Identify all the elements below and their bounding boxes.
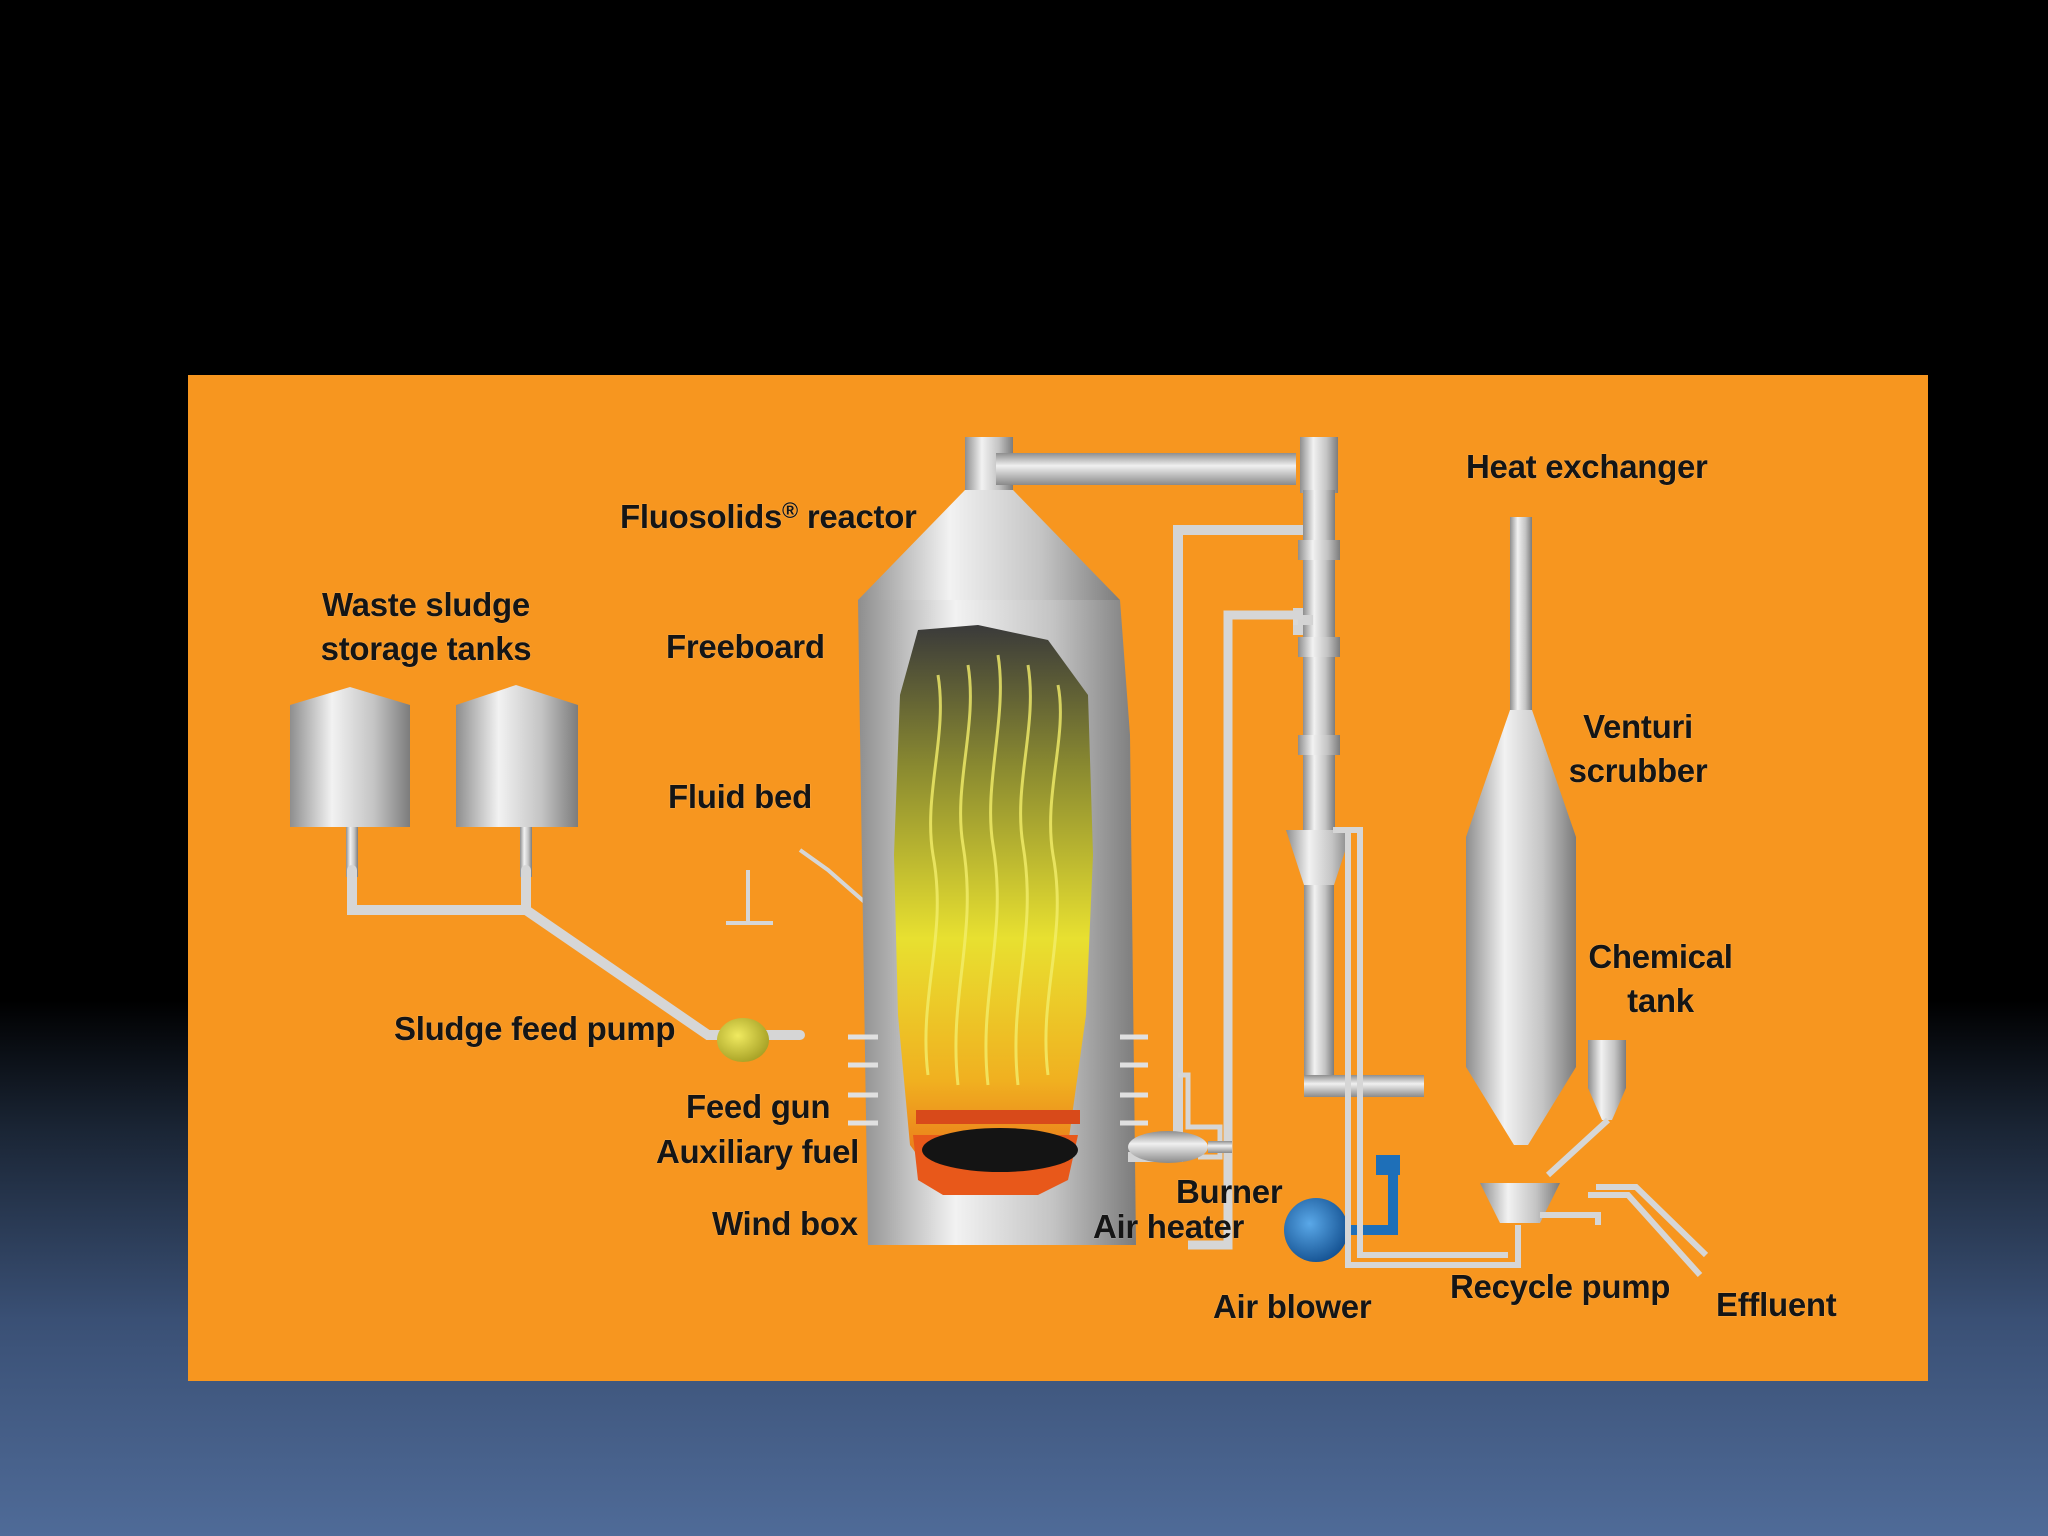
venturi-line-2: scrubber — [1568, 752, 1708, 789]
reactor-name: Fluosolids — [620, 498, 783, 535]
feed-gun-label: Feed gun — [686, 1088, 831, 1125]
waste-sludge-line-1: Waste sludge — [322, 586, 530, 623]
air-blower-icon — [1284, 1155, 1400, 1262]
registered-mark: ® — [782, 498, 798, 523]
chemical-line-2: tank — [1627, 982, 1694, 1019]
air-heater-pipe — [1178, 1072, 1223, 1160]
fluid-bed-label: Fluid bed — [668, 778, 812, 815]
recycle-lines — [1333, 827, 1709, 1278]
waste-sludge-line-2: storage tanks — [320, 630, 532, 667]
hot-air-pipes — [1128, 525, 1303, 1162]
wind-box-label: Wind box — [712, 1205, 858, 1242]
sludge-feed-pump-label: Sludge feed pump — [394, 1010, 676, 1047]
burner — [1128, 1131, 1232, 1163]
blower-to-exchanger-pipe — [1188, 610, 1303, 1250]
effluent-label: Effluent — [1716, 1286, 1837, 1323]
reactor-word: reactor — [806, 498, 917, 535]
fuel-nozzles — [848, 1034, 1148, 1126]
chemical-tank — [1545, 1040, 1626, 1178]
venturi-line-1: Venturi — [1583, 708, 1693, 745]
fluosolids-reactor — [848, 437, 1148, 1245]
reactor-exhaust-duct — [996, 437, 1338, 493]
recycle-pump — [1480, 1183, 1601, 1225]
air-blower-label: Air blower — [1213, 1288, 1372, 1325]
chemical-line-1: Chemical — [1588, 938, 1733, 975]
heat-exchanger-label: Heat exchanger — [1466, 448, 1708, 485]
recycle-pump-label: Recycle pump — [1450, 1268, 1671, 1305]
waste-sludge-label: Waste sludge storage tanks — [306, 583, 546, 671]
flame-strands — [924, 654, 1062, 1086]
process-diagram — [290, 437, 1709, 1278]
sludge-feed-pipe — [347, 865, 805, 1040]
freeboard-label: Freeboard — [666, 628, 825, 665]
fluid-bed-gauge-icon — [726, 848, 870, 925]
venturi-scrubber-label: Venturi scrubber — [1568, 705, 1708, 793]
air-heater-label: Air heater — [1093, 1208, 1245, 1245]
sludge-feed-pump-icon — [717, 1018, 769, 1062]
sludge-storage-tank-right — [456, 685, 578, 877]
heat-exchanger-column — [1286, 490, 1424, 1097]
auxiliary-fuel-label: Auxiliary fuel — [656, 1133, 860, 1170]
burner-label: Burner — [1176, 1173, 1283, 1210]
blower-duct — [1293, 615, 1298, 625]
blower-air-pipe — [1223, 615, 1303, 667]
sludge-storage-tank-left — [290, 687, 410, 877]
reactor-label: Fluosolids® reactor — [620, 495, 917, 539]
venturi-scrubber — [1466, 517, 1576, 1145]
diagram-panel: Heat exchanger Fluosolids® reactor Waste… — [188, 375, 1928, 1381]
chemical-tank-label: Chemical tank — [1578, 935, 1743, 1023]
